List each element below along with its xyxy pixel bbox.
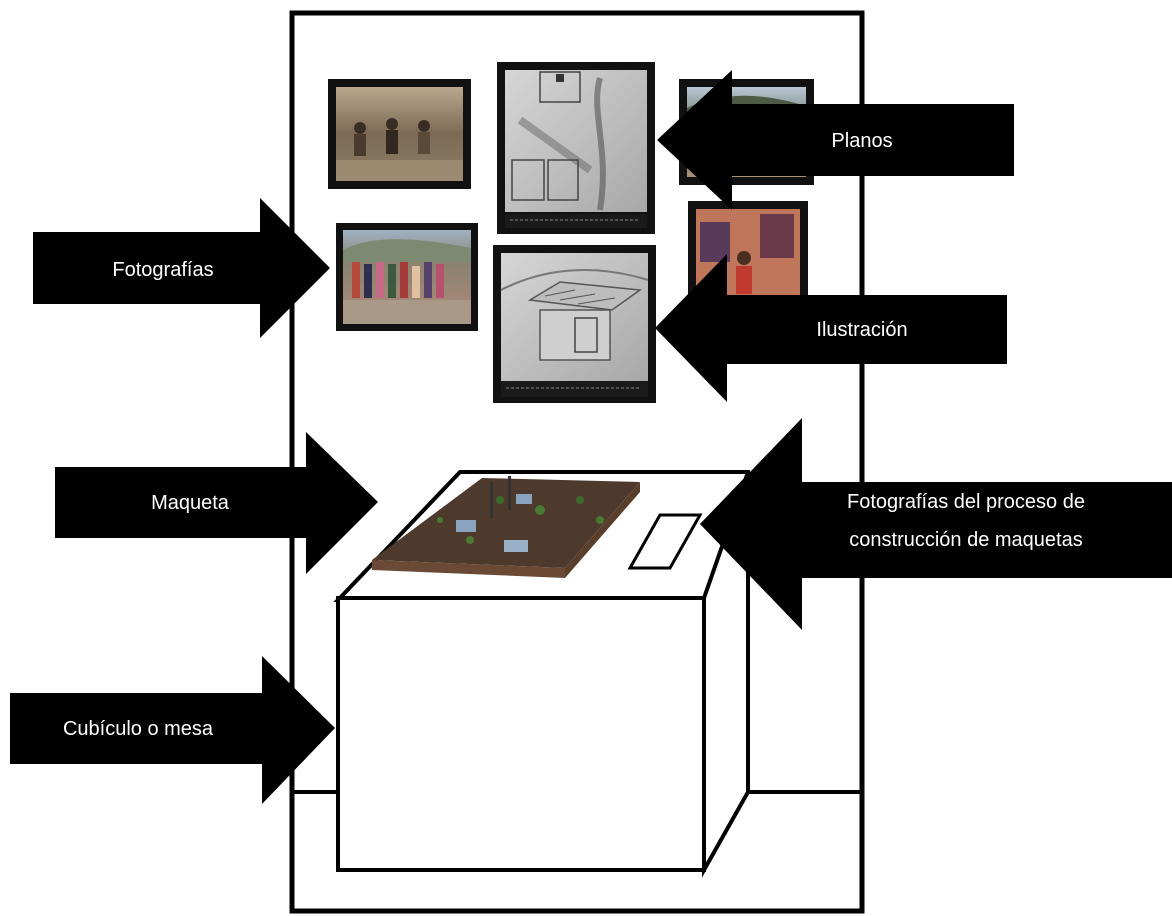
group-photo [336, 223, 478, 331]
house-illustration [493, 245, 656, 403]
architectural-plan-drawing [497, 62, 655, 234]
label-fotografias: Fotografías [112, 259, 213, 281]
arrow-cubiculo [10, 656, 335, 804]
architectural-model [372, 476, 640, 578]
arrow-planos [657, 70, 1014, 210]
label-planos: Planos [831, 130, 892, 152]
label-ilustracion: Ilustración [816, 319, 907, 341]
arrow-fotografias [33, 198, 330, 338]
photo-of-person-with-textiles [688, 201, 808, 307]
arrow-maqueta [55, 432, 378, 574]
label-cubiculo: Cubículo o mesa [63, 718, 214, 740]
process-photo-frame [627, 513, 703, 570]
label-proceso-line2: construcción de maquetas [849, 529, 1082, 551]
arrow-proceso [700, 418, 1172, 630]
label-maqueta: Maqueta [151, 492, 230, 514]
arrow-ilustracion [655, 254, 1007, 402]
photo-of-workers [328, 79, 471, 189]
label-proceso-line1: Fotografías del proceso de [847, 491, 1085, 513]
